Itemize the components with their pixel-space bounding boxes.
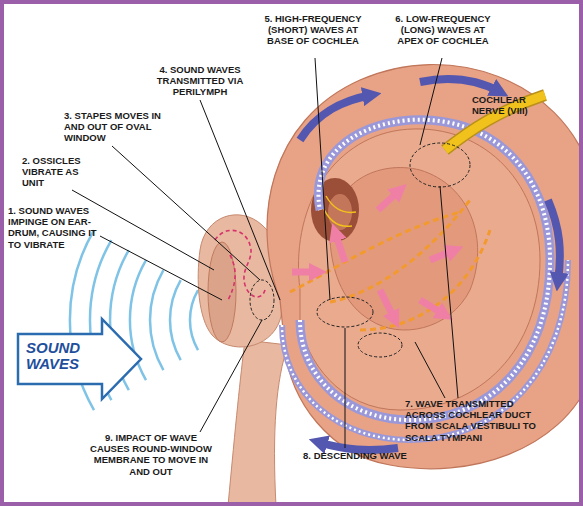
callout-label: 6. LOW-FREQUENCY (LONG) WAVES AT APEX OF… <box>388 13 498 47</box>
callout-label: 9. IMPACT OF WAVE CAUSES ROUND-WINDOW ME… <box>84 432 218 477</box>
callout-label: 7. WAVE TRANSMITTED ACROSS COCHLEAR DUCT… <box>405 398 547 443</box>
callout-label: 8. DESCENDING WAVE <box>300 450 410 461</box>
callout-label: 4. SOUND WAVES TRANSMITTED VIA PERILYMPH <box>152 64 248 98</box>
callout-label: 2. OSSICLES VIBRATE AS UNIT <box>22 155 102 189</box>
pink-arrows <box>292 190 455 320</box>
arrow-text: SOUND WAVES <box>26 340 104 372</box>
callout-label: 5. HIGH-FREQUENCY (SHORT) WAVES AT BASE … <box>258 13 368 47</box>
arrow-shape: SOUND WAVES <box>16 316 144 402</box>
callout-label: 3. STAPES MOVES IN AND OUT OF OVAL WINDO… <box>64 110 166 144</box>
callout-label: 1. SOUND WAVES IMPINGE ON EAR- DRUM, CAU… <box>8 205 106 250</box>
blue-arrows <box>300 79 560 450</box>
callout-label: COCHLEAR NERVE (VIII) <box>472 94 546 116</box>
